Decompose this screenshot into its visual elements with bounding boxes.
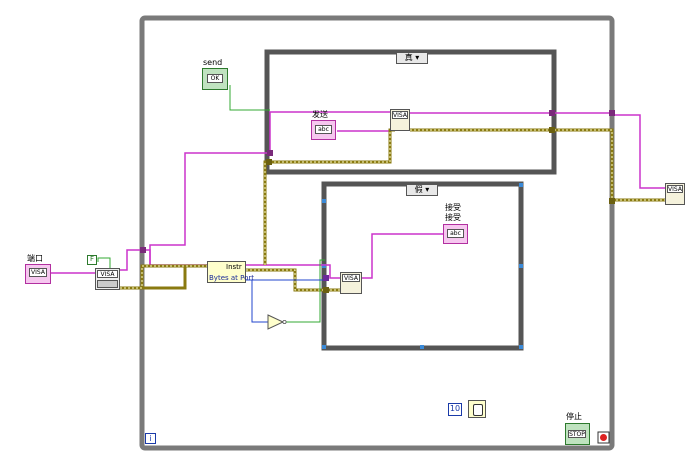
instr-text: Instr [226,263,242,271]
instr-property-node[interactable]: Instr Bytes at Port [207,261,254,283]
case-selector-false-text: 假 [414,185,423,194]
visa-write-node-text: VISA [392,111,408,119]
not-gate[interactable] [267,314,287,330]
error-wires [120,128,665,292]
while-loop-frame[interactable] [139,15,615,451]
visa-serial-node-text: VISA [97,270,118,278]
false-constant-text: F [89,255,95,263]
loop-iteration-terminal: i [145,433,156,444]
port-control[interactable]: VISA [25,264,51,284]
boolean-wires [97,85,325,323]
recv-string-indicator: abc [443,224,468,244]
case-structure-false[interactable] [321,181,524,351]
watch-icon [473,404,483,416]
port-visa-text: VISA [29,268,47,277]
false-constant[interactable]: F [87,255,97,265]
visa-write-node[interactable]: VISA [390,109,410,131]
recv-label: 接受 [445,213,461,222]
integer-wires [246,279,325,323]
stop-button-text: STOP [568,430,586,438]
send-string-control[interactable]: abc [311,120,336,140]
recv-string-abc: abc [447,229,464,238]
case-tunnels [322,183,523,349]
send-ok-button: OK [207,74,223,83]
case-selector-true-text: 真 [404,53,413,62]
wire-junctions [140,110,615,293]
visa-read-node[interactable]: VISA [340,272,362,294]
timer-constant[interactable]: 10 [448,403,462,416]
timer-constant-text: 10 [449,404,461,413]
bytes-at-port-text: Bytes at Port [209,274,255,282]
recv-caption: 接受 [445,203,461,212]
port-label: 端口 [27,254,43,263]
visa-close-node[interactable]: VISA [665,183,685,205]
visa-serial-node-term [97,280,118,288]
stop-control[interactable]: STOP [565,423,590,445]
visa-read-node-text: VISA [342,274,360,282]
wait-ms-node[interactable] [468,400,486,418]
send-string-abc: abc [315,125,332,134]
send-cn-label: 发送 [312,110,328,119]
visa-serial-node[interactable]: VISA [95,268,120,290]
loop-iteration-text: i [149,434,152,443]
stop-terminal[interactable] [597,431,610,444]
send-label: send [203,58,223,67]
visa-close-node-text: VISA [667,185,683,193]
case-selector-true[interactable]: 真 ▾ [396,52,428,64]
stop-label: 停止 [566,412,582,421]
send-control[interactable]: OK [202,68,228,90]
case-selector-false[interactable]: 假 ▾ [406,184,438,196]
